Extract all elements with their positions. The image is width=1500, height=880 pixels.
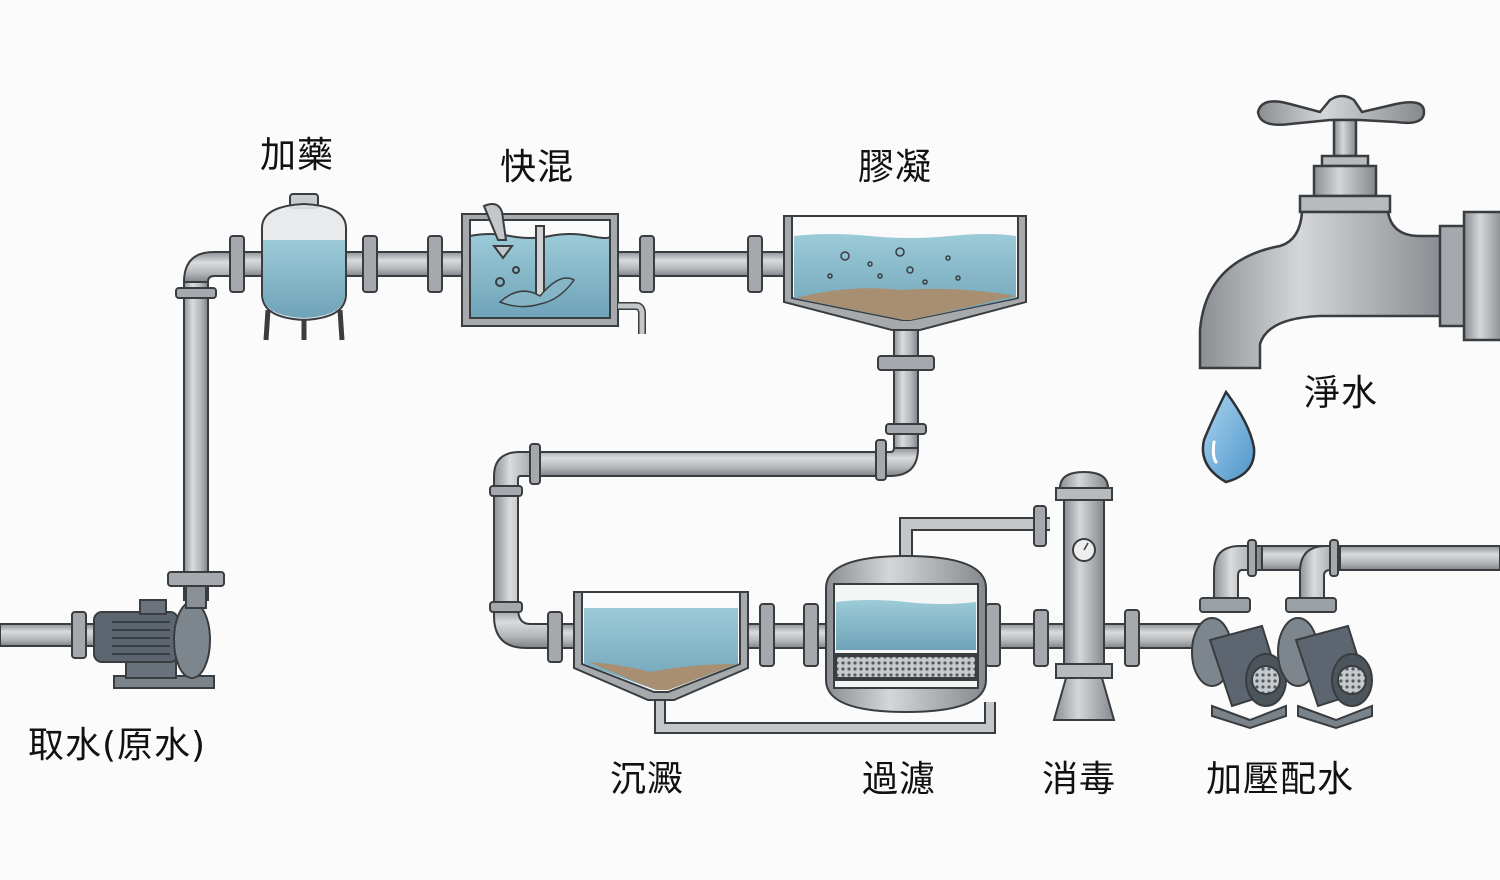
stage-label-rapid-mix: 快混 [500, 147, 575, 188]
stage-label-pressurized-distribution: 加壓配水 [1206, 759, 1355, 800]
pipe-flanges [71, 235, 1339, 667]
sedimentation-tank [573, 591, 749, 701]
drop-highlight [1211, 440, 1218, 464]
filtration-vessel [825, 554, 987, 714]
rapid-mix-tank [461, 203, 646, 334]
distribution-pump-1 [1191, 597, 1287, 730]
coagulation-tank [783, 215, 1027, 331]
disinfection-column [1052, 470, 1116, 721]
stage-label-filtration: 過濾 [862, 759, 937, 800]
distribution-pumps [1191, 597, 1373, 730]
faucet [1198, 94, 1500, 370]
dosing-tank [261, 193, 347, 341]
intake-pump [93, 585, 215, 689]
stage-label-intake: 取水(原水) [28, 725, 207, 766]
water-drop-icon [1201, 389, 1256, 484]
stage-label-dosing: 加藥 [260, 135, 335, 176]
stage-label-coagulation: 膠凝 [858, 147, 933, 188]
stage-label-sedimentation: 沉澱 [610, 759, 685, 800]
distribution-pump-2 [1277, 597, 1373, 730]
stage-label-disinfection: 消毒 [1042, 759, 1117, 800]
stage-label-clean-water: 淨水 [1304, 373, 1379, 414]
